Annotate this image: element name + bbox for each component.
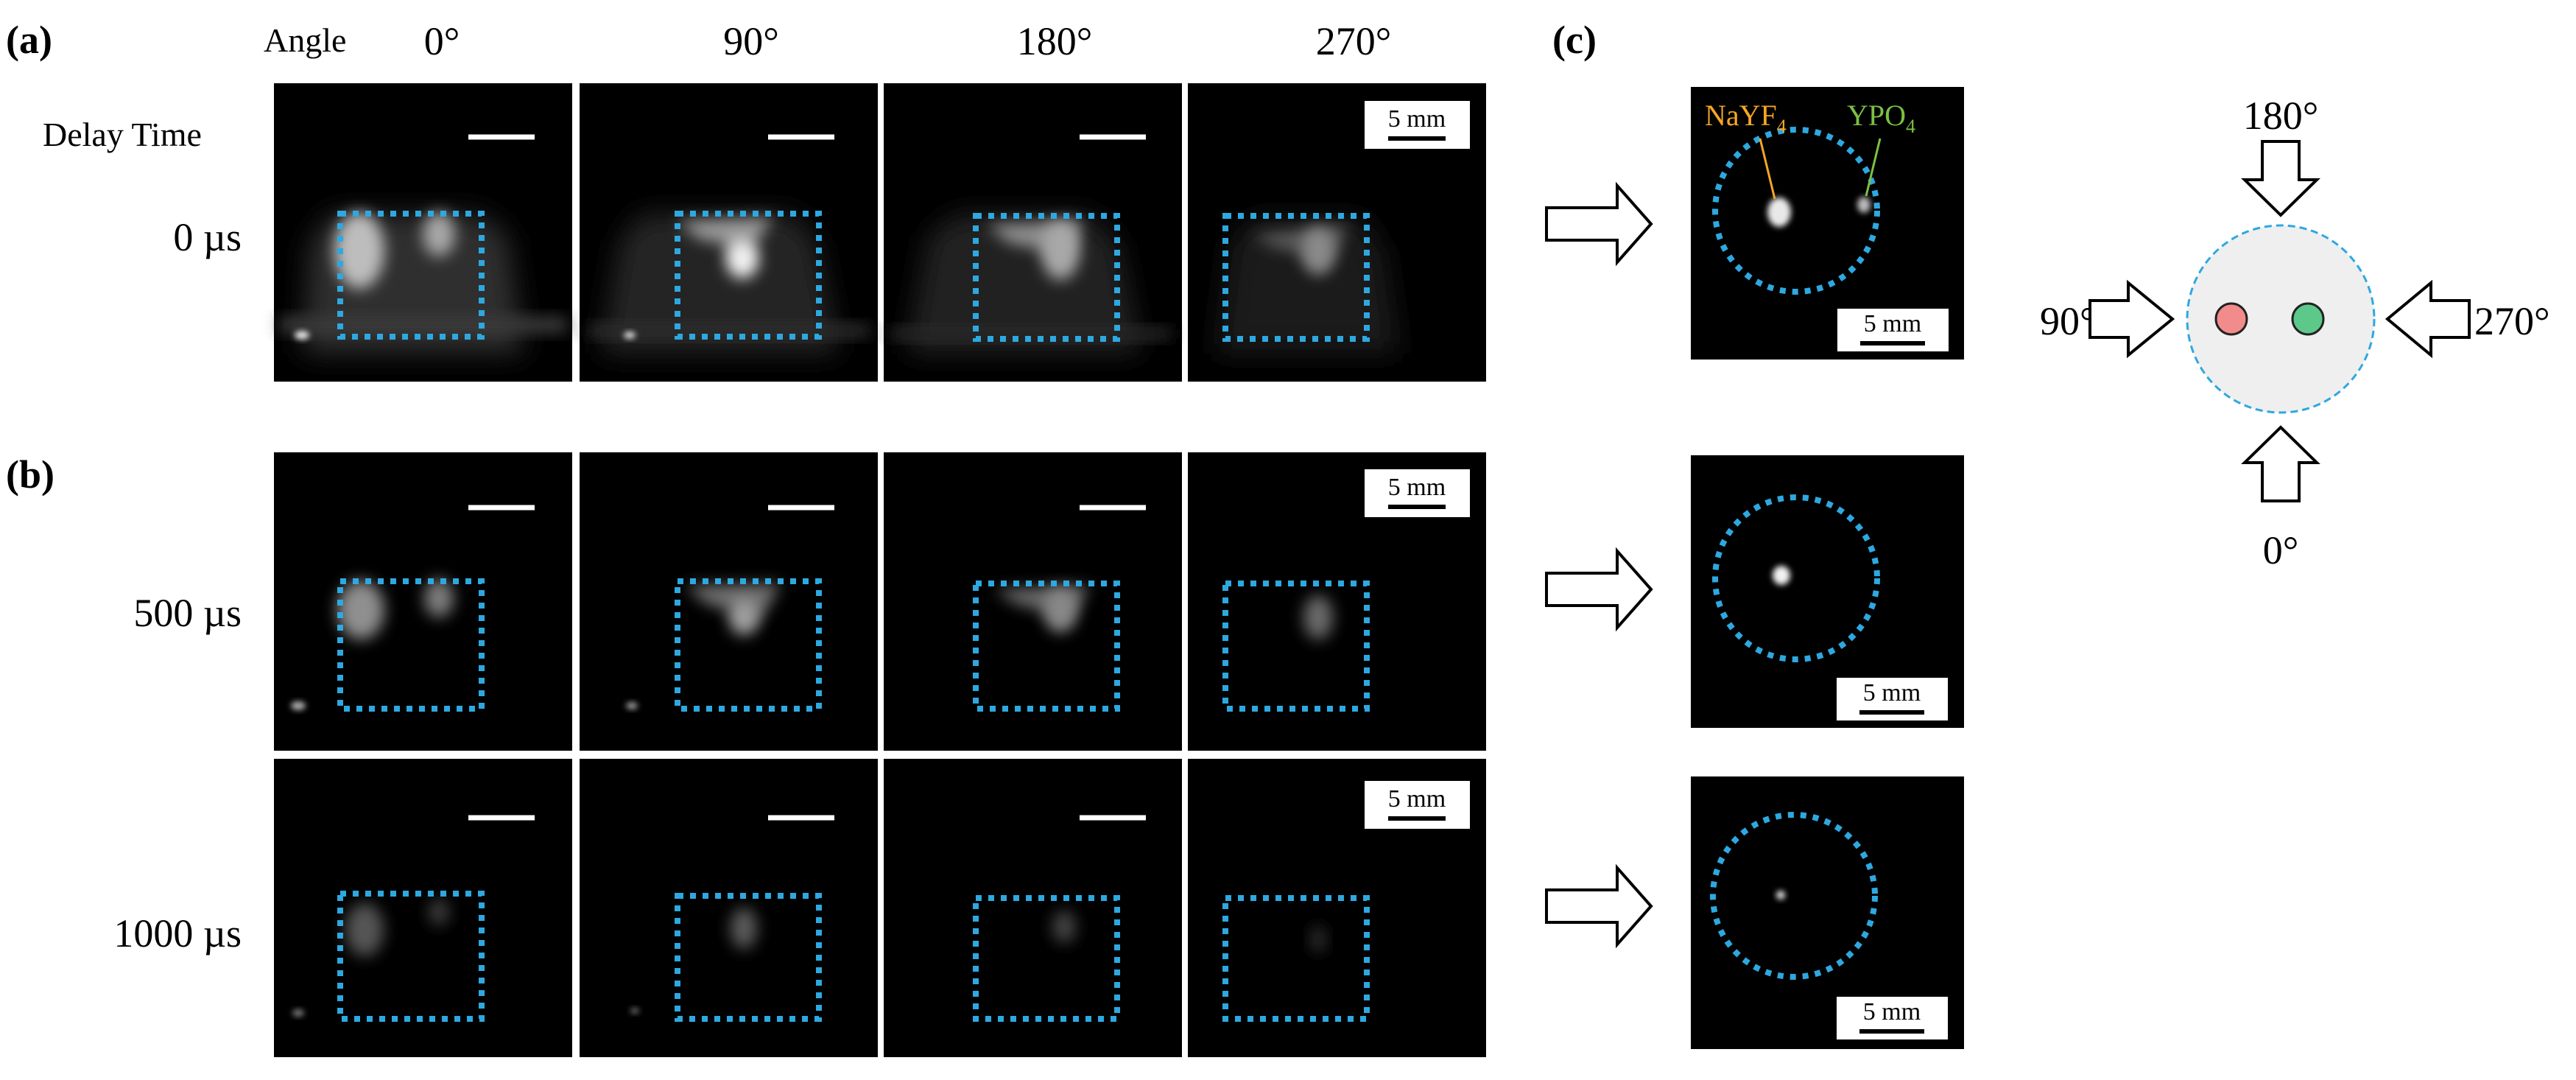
arrow-right-icon: [2088, 279, 2175, 359]
angle-label-90: 90°: [723, 19, 779, 63]
nayf4-dot: [2214, 302, 2248, 336]
angle-label-0: 0°: [424, 19, 460, 63]
sample-disk: [2186, 224, 2376, 414]
panel-label-a: (a): [6, 18, 52, 62]
tile-500us-0deg: [274, 452, 572, 751]
tile-0us-90deg: [580, 83, 878, 382]
tile-1000us-180deg: [884, 759, 1182, 1057]
arrow-row-1000us: [1545, 863, 1653, 949]
panel-label-b: (b): [6, 452, 54, 497]
arrow-left-icon: [2385, 279, 2471, 359]
tile-1000us-270deg: 5 mm: [1188, 759, 1486, 1057]
reconstruction-1000us: 5 mm: [1691, 776, 1964, 1049]
arrow-row-500us: [1545, 547, 1653, 632]
tile-0us-270deg: 5 mm: [1188, 83, 1486, 382]
delay-label-0us: 0 µs: [173, 215, 242, 259]
schematic: 180° 90° 270° 0°: [2040, 94, 2550, 572]
scalebar-label-recon-0us: 5 mm: [1864, 310, 1921, 337]
tile-0us-0deg: [274, 83, 572, 382]
tile-0us-180deg: [884, 83, 1182, 382]
angle-label-180: 180°: [1017, 19, 1093, 63]
image-row-0us: 5 mm: [274, 83, 1486, 382]
arrow-row-0us: [1545, 181, 1653, 267]
image-row-500us: 5 mm: [274, 452, 1486, 751]
schematic-angle-180: 180°: [2243, 94, 2319, 138]
tile-1000us-0deg: [274, 759, 572, 1057]
panel-label-c: (c): [1552, 18, 1597, 62]
label-ypo4: YPO4: [1847, 99, 1915, 137]
schematic-angle-270: 270°: [2474, 299, 2550, 343]
scalebar-label-recon-1000us: 5 mm: [1863, 998, 1921, 1025]
tile-500us-90deg: [580, 452, 878, 751]
schematic-angle-0: 0°: [2263, 528, 2299, 572]
angle-label-270: 270°: [1316, 19, 1392, 63]
scalebar-label-1000us-270deg: 5 mm: [1388, 785, 1446, 813]
tile-500us-180deg: [884, 452, 1182, 751]
ypo4-dot: [2291, 302, 2325, 336]
reconstruction-500us: 5 mm: [1691, 455, 1964, 728]
label-nayf4: NaYF4: [1705, 99, 1787, 137]
scalebar-label-500us-270deg: 5 mm: [1388, 474, 1446, 501]
scalebar-label-recon-500us: 5 mm: [1863, 679, 1921, 706]
arrow-down-icon: [2241, 140, 2320, 217]
tile-1000us-90deg: [580, 759, 878, 1057]
delay-label-1000us: 1000 µs: [113, 911, 242, 955]
arrow-up-icon: [2241, 425, 2320, 502]
tile-500us-270deg: 5 mm: [1188, 452, 1486, 751]
scalebar-label-0us-270deg: 5 mm: [1388, 105, 1446, 133]
reconstruction-0us: NaYF4 YPO4 5 mm: [1691, 87, 1964, 360]
image-row-1000us: 5 mm: [274, 759, 1486, 1057]
delay-time-label: Delay Time: [43, 116, 202, 153]
delay-label-500us: 500 µs: [133, 591, 242, 635]
angle-header-label: Angle: [264, 21, 346, 59]
schematic-angle-90: 90°: [2040, 299, 2096, 343]
